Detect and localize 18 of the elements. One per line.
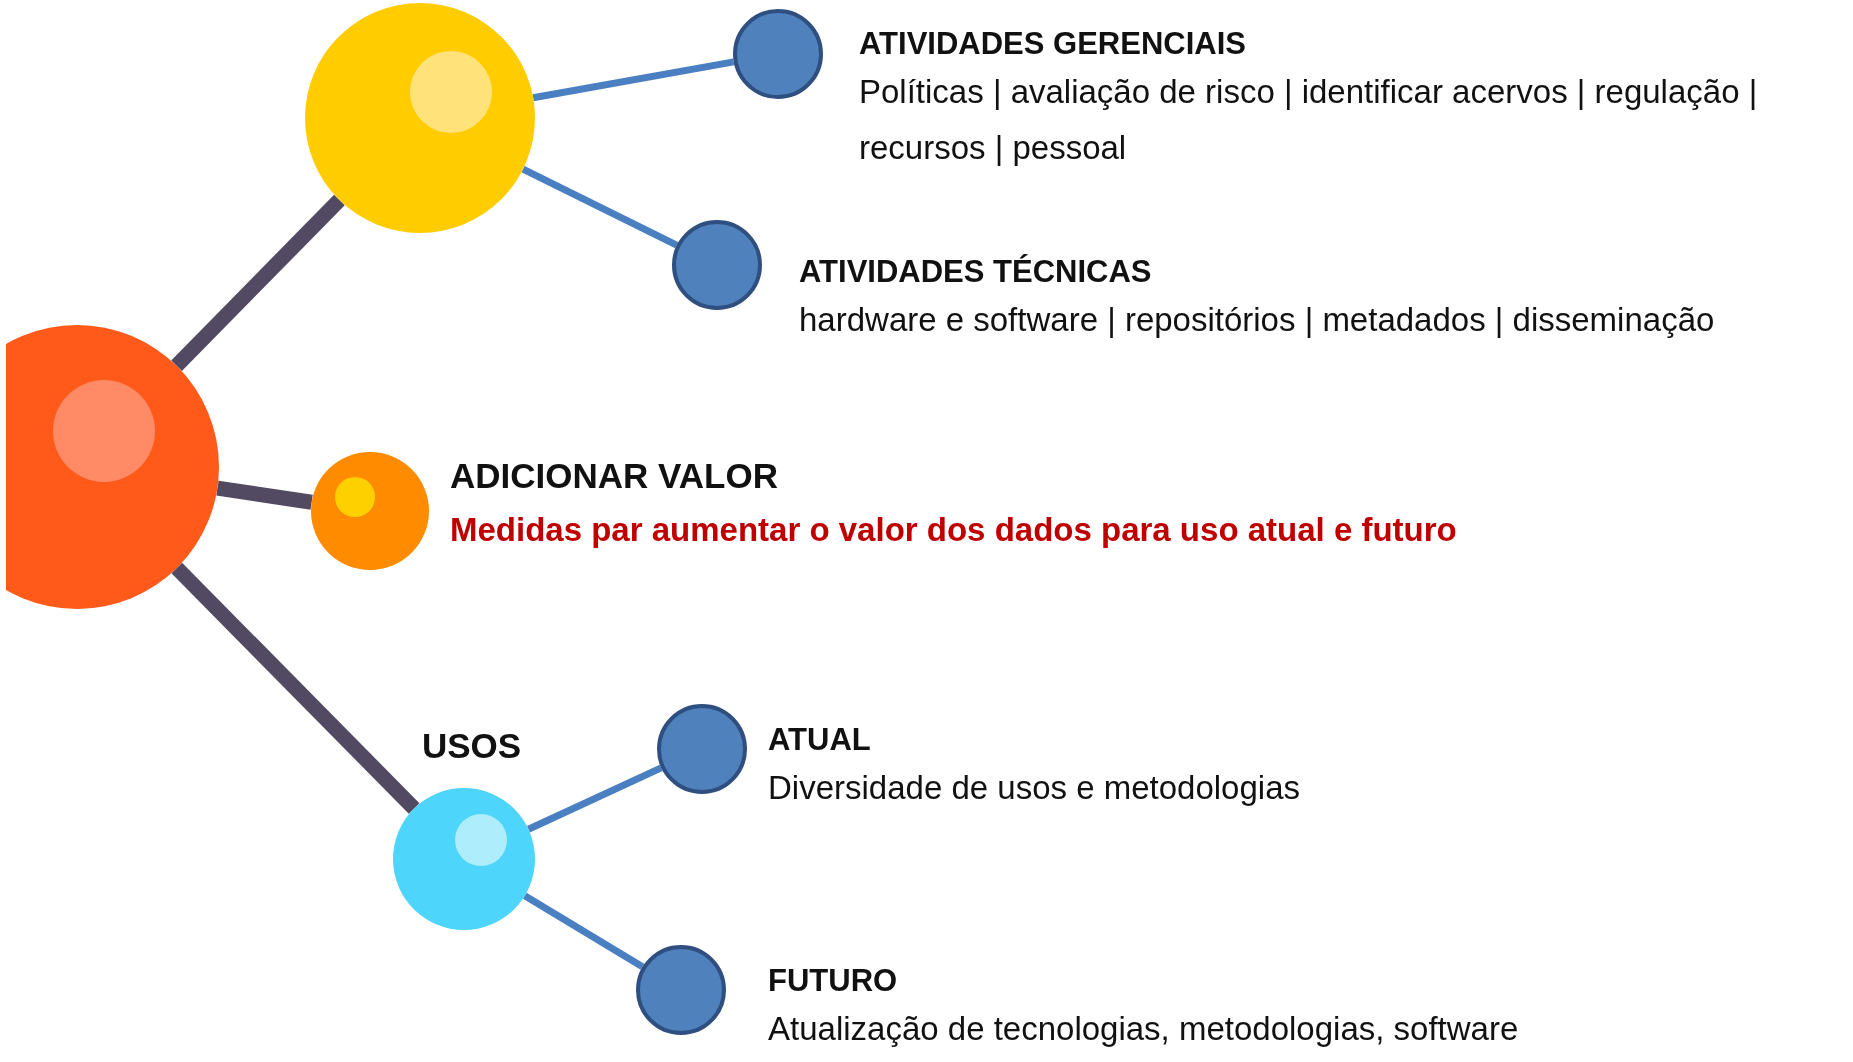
connector-line <box>171 562 420 814</box>
connector-line <box>522 892 645 970</box>
heading: USOS <box>422 725 523 767</box>
connector-line <box>532 58 735 102</box>
connector-line <box>216 480 313 510</box>
connector-line <box>171 194 345 371</box>
connector-line <box>527 764 663 833</box>
heading: FUTURO <box>768 962 899 1000</box>
description: Políticas | avaliação de risco | identificar acervos | regulação | recursos | pessoal <box>859 72 1759 168</box>
heading: ATIVIDADES TÉCNICAS <box>799 253 1153 291</box>
heading: ATIVIDADES GERENCIAIS <box>859 25 1247 63</box>
description: Diversidade de usos e metodologias <box>768 768 1301 808</box>
heading: ATUAL <box>768 721 872 759</box>
description: Atualização de tecnologias, metodologias, software <box>768 1009 1520 1049</box>
description: Medidas par aumentar o valor dos dados para uso atual e futuro <box>450 510 1458 550</box>
description: hardware e software | repositórios | metadados | disseminação <box>799 300 1716 340</box>
connector-line <box>521 165 679 249</box>
heading: ADICIONAR VALOR <box>450 455 779 497</box>
